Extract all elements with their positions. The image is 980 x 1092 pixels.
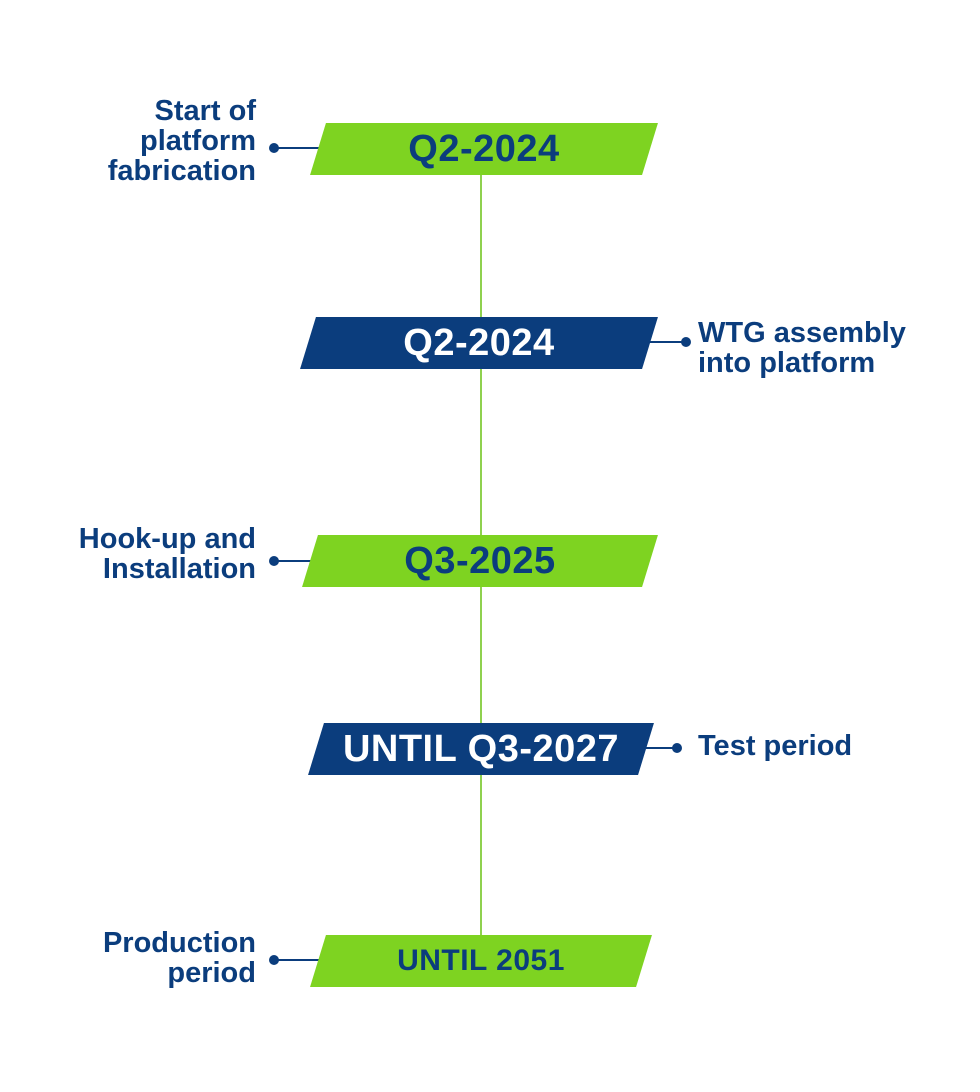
- milestone-4-date: UNTIL Q3-2027: [342, 727, 620, 770]
- milestone-2-connector: [648, 341, 686, 343]
- milestone-5-label: Production period: [40, 928, 256, 988]
- milestone-5-date-badge: UNTIL 2051: [310, 935, 652, 987]
- milestone-1-label-line-2: platform: [140, 125, 256, 157]
- milestone-4-date-badge: UNTIL Q3-2027: [308, 723, 654, 775]
- milestone-5-label-line-2: period: [167, 957, 256, 989]
- milestone-1-label-line-3: fabrication: [107, 155, 256, 187]
- milestone-2-date-badge: Q2-2024: [300, 317, 658, 369]
- milestone-1-label-line-1: Start of: [154, 95, 257, 127]
- milestone-1-date-badge: Q2-2024: [310, 123, 658, 175]
- milestone-1-dot: [269, 143, 279, 153]
- milestone-1-date: Q2-2024: [408, 127, 560, 170]
- milestone-2-label: WTG assembly into platform: [698, 318, 968, 378]
- milestone-2-label-line-2: into platform: [698, 347, 876, 379]
- milestone-3-label-line-2: Installation: [102, 553, 256, 585]
- milestone-3-label: Hook-up and Installation: [20, 524, 256, 584]
- milestone-1-label: Start of platform fabrication: [60, 96, 256, 186]
- milestone-2-label-line-1: WTG assembly: [698, 317, 906, 349]
- milestone-3-dot: [269, 556, 279, 566]
- milestone-3-date-badge: Q3-2025: [302, 535, 658, 587]
- milestone-4-dot: [672, 743, 682, 753]
- milestone-4-label: Test period: [698, 731, 968, 761]
- milestone-5-dot: [269, 955, 279, 965]
- milestone-3-connector: [276, 560, 320, 562]
- milestone-3-date: Q3-2025: [404, 539, 556, 582]
- milestone-2-date: Q2-2024: [403, 321, 555, 364]
- milestone-5-connector: [276, 959, 320, 961]
- milestone-4-connector: [643, 747, 677, 749]
- milestone-5-label-line-1: Production: [102, 927, 256, 959]
- milestone-5-date: UNTIL 2051: [397, 944, 565, 977]
- milestone-3-label-line-1: Hook-up and: [78, 523, 256, 555]
- milestone-4-label-line-1: Test period: [698, 730, 853, 762]
- milestone-1-connector: [276, 147, 320, 149]
- milestone-2-dot: [681, 337, 691, 347]
